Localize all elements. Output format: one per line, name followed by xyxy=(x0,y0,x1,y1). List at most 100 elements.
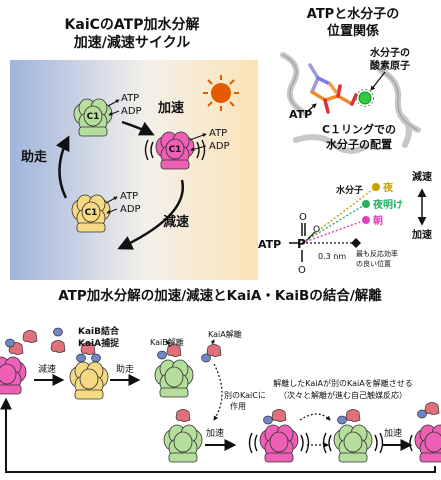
water-oxygen-label-line1: 水分子の xyxy=(369,46,410,59)
structure-title-line2: 位置関係 xyxy=(327,23,379,39)
kaib-bound-2 xyxy=(91,353,101,363)
kaia-transfer-arrow xyxy=(299,413,331,421)
label-decelerate: 減速 xyxy=(163,214,189,230)
kaib-on-second-green xyxy=(337,415,347,425)
label-accelerate: 加速 xyxy=(157,100,184,116)
kaib-release-arrow xyxy=(166,340,171,348)
o-label-top: O xyxy=(299,212,307,223)
kaic-green-second xyxy=(322,424,384,463)
adp-label-bottom: ADP xyxy=(120,204,141,215)
atp-label-right: ATP xyxy=(209,128,227,139)
kaib-free-1 xyxy=(5,338,15,348)
water-label: 水分子 xyxy=(336,184,363,196)
kaib-bind-label: KaiB結合 xyxy=(78,325,120,337)
decelerate-arrow xyxy=(117,179,185,250)
kaic-green-lower xyxy=(163,424,203,463)
kaic-pink-right: C1 xyxy=(144,131,206,170)
kaic-pink-end xyxy=(409,424,441,463)
water-oxygen-halo xyxy=(356,89,374,107)
kaib-bound-1 xyxy=(76,353,86,363)
dawn-label: 夜明け xyxy=(372,198,403,211)
kaia-free-1 xyxy=(22,330,38,343)
other-kaic-line2: 作用 xyxy=(230,401,246,411)
return-loop-arrow xyxy=(0,397,436,473)
kaic-yellow-bound xyxy=(69,361,109,400)
bottom-panel: ATP加水分解の加速/減速とKaiA・KaiBの結合/解離 減速 KaiB結合 … xyxy=(0,287,441,473)
best-position-marker xyxy=(351,238,361,248)
adp-arrow-bottom xyxy=(106,208,118,214)
cycle-panel: KaiCのATP加水分解 加速/減速サイクル 加速 減速 助走 C1 ATP xyxy=(10,16,258,280)
morning-distance-line xyxy=(301,219,367,244)
autocatalysis-line2: （次々と解離が進む自己触媒反応） xyxy=(279,390,407,400)
cycle-title-line2: 加速/減速サイクル xyxy=(73,34,190,51)
p-atp-label: ATP xyxy=(258,238,281,251)
bottom-decelerate-label: 減速 xyxy=(38,363,56,375)
kaia-release-label: KaiA解離 xyxy=(208,329,242,339)
bottom-accelerate-label-2: 加速 xyxy=(384,428,402,439)
protein-outline xyxy=(282,54,419,131)
kaia-incoming xyxy=(50,340,66,353)
accelerate-arrow xyxy=(121,120,155,136)
night-distance-line xyxy=(301,186,377,244)
adp-arrow-right xyxy=(190,145,207,152)
best-position-line1: 最も反応効率 xyxy=(356,249,398,258)
adp-arrow-top xyxy=(108,110,120,116)
kaib-on-green xyxy=(157,350,167,360)
kaia-on-pink xyxy=(271,409,287,422)
kaib-final-1 xyxy=(417,409,427,419)
kaib-incoming xyxy=(53,327,63,337)
adp-label-right: ADP xyxy=(209,141,230,152)
atp-arrow-right xyxy=(189,133,207,141)
water-oxygen-pointer xyxy=(370,71,386,91)
o-label-bottom: O xyxy=(298,265,306,276)
distance-label: 0.3 nm xyxy=(318,252,346,261)
kaic-green-release xyxy=(154,359,194,398)
morning-label: 朝 xyxy=(373,214,383,227)
atp-label-bottom: ATP xyxy=(120,191,138,202)
accelerate-vertical-label: 加速 xyxy=(411,228,432,241)
kaib-on-pink xyxy=(263,415,273,425)
best-position-line2: の良い位置 xyxy=(356,259,391,268)
c1-label-green: C1 xyxy=(87,112,100,122)
kaia-release-arrow xyxy=(210,339,215,345)
kaib-released xyxy=(201,353,211,363)
night-label: 夜 xyxy=(382,181,394,194)
decelerate-vertical-label: 減速 xyxy=(412,170,432,183)
atp-label-top: ATP xyxy=(121,93,139,104)
water-position-panel: 水分子 夜 夜明け 朝 ATP P O O O 0.3 nm 最も反応効率 の良… xyxy=(258,170,432,276)
atp-molecule xyxy=(308,63,358,114)
adp-label-top: ADP xyxy=(121,106,142,117)
label-assist: 助走 xyxy=(21,149,48,165)
kaib-release-label: KaiB解離 xyxy=(150,337,184,347)
sun-icon xyxy=(203,75,239,111)
kaia-capture-label: KaiA捕捉 xyxy=(78,337,120,349)
assist-arrow xyxy=(55,135,70,199)
kaia-final-1 xyxy=(424,402,440,415)
structure-caption-line2: 水分子の配置 xyxy=(326,137,392,151)
kaia-on-second-green xyxy=(345,409,361,422)
other-kaic-dotted-arrow xyxy=(213,363,223,421)
bottom-assist-label: 助走 xyxy=(116,363,134,375)
structure-caption-line1: C１リングでの xyxy=(322,122,396,136)
autocatalysis-line1: 解離したKaiAが別のKaiAを解離させる xyxy=(273,378,412,388)
kaia-on-lower-green xyxy=(175,409,191,422)
dawn-distance-line xyxy=(301,203,367,244)
o-label-diag: O xyxy=(313,225,320,235)
water-oxygen-label-line2: 酸素原子 xyxy=(370,59,410,72)
atp-arrow-bottom xyxy=(105,196,118,204)
p-label: P xyxy=(297,237,306,251)
structure-title-line1: ATPと水分子の xyxy=(307,6,399,22)
bottom-accelerate-label-1: 加速 xyxy=(206,428,224,439)
atp-arrow-top xyxy=(107,99,120,107)
p-bond-diag xyxy=(306,231,316,241)
kaic-pink-vibrating xyxy=(248,424,310,463)
kaic-yellow-bottom: C1 xyxy=(71,194,111,233)
bottom-title: ATP加水分解の加速/減速とKaiA・KaiBの結合/解離 xyxy=(58,287,382,304)
c1-label-yellow: C1 xyxy=(85,208,98,218)
kaic-pink-start xyxy=(0,356,27,395)
structure-atp-label: ATP xyxy=(289,108,312,121)
c1-label-pink: C1 xyxy=(169,145,182,155)
kaic-green-top: C1 xyxy=(73,98,113,137)
structure-panel: ATPと水分子の 位置関係 水分子の 酸素原子 ATP C xyxy=(276,6,436,160)
